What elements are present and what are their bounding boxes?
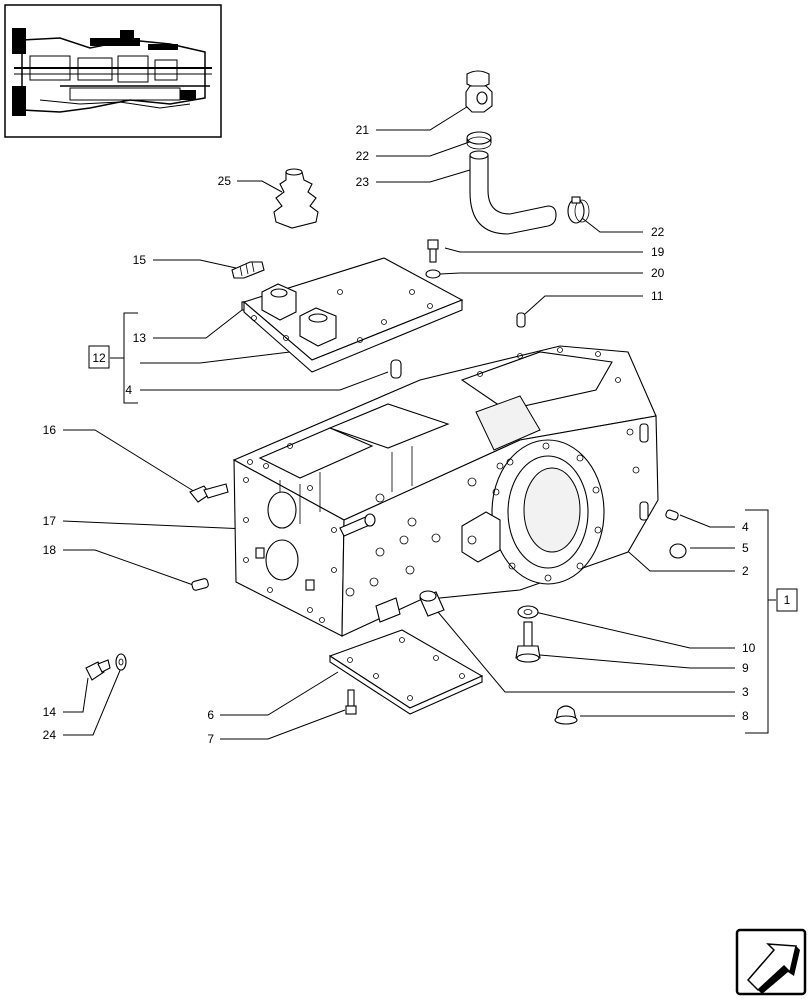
- callout-9: 9: [742, 661, 749, 675]
- sleeve-part-3: [419, 590, 445, 617]
- hose-clamp-part: [466, 131, 492, 150]
- callout-11: 11: [651, 289, 664, 303]
- callout-15: 15: [133, 253, 147, 267]
- next-page-arrow-icon[interactable]: [735, 928, 807, 996]
- transmission-housing: [232, 345, 659, 637]
- callout-24: 24: [43, 728, 57, 742]
- callout-4b: 4: [742, 520, 749, 534]
- callout-18: 18: [43, 543, 57, 557]
- callout-6: 6: [207, 708, 214, 722]
- assembly-box-12: [88, 345, 110, 369]
- washer-part-10: [517, 605, 539, 619]
- callout-25: 25: [218, 174, 232, 188]
- dowel-part-4b: [665, 509, 679, 521]
- callout-10: 10: [742, 641, 756, 655]
- stud-part: [231, 261, 265, 279]
- dowel-part-11: [516, 312, 526, 328]
- callout-17: 17: [43, 514, 57, 528]
- flange-bolt-part-9: [515, 621, 541, 663]
- callout-13: 13: [133, 331, 147, 345]
- rubber-boot-part: [273, 168, 319, 229]
- cap-part-8: [554, 705, 578, 725]
- bolt-part-16: [189, 483, 229, 503]
- leader-lines: [62, 104, 776, 740]
- breather-plug-part: [465, 70, 493, 113]
- callout-22b: 22: [651, 225, 665, 239]
- dowel-part-4: [390, 359, 402, 379]
- dowel-part-18: [191, 578, 209, 591]
- washer-part: [425, 269, 441, 279]
- callout-2: 2: [742, 564, 749, 578]
- bolt-part-17: [339, 513, 376, 537]
- screw-part-7: [345, 689, 357, 715]
- callout-19: 19: [651, 245, 665, 259]
- callout-5: 5: [742, 541, 749, 555]
- callout-3: 3: [742, 685, 749, 699]
- washer-part-24: [115, 653, 127, 671]
- plug-part-5: [669, 543, 687, 559]
- screw-part-14: [85, 659, 111, 681]
- assembly-box-1: [776, 588, 798, 612]
- top-cover-plate: [242, 257, 464, 373]
- breather-hose-part: [469, 150, 557, 235]
- hose-clamp-part-2: [567, 196, 590, 224]
- callout-8: 8: [742, 709, 749, 723]
- callout-22: 22: [356, 149, 370, 163]
- cap-screw-part: [427, 239, 439, 263]
- callout-16: 16: [43, 423, 57, 437]
- bottom-cover-plate: [328, 629, 484, 715]
- callout-14: 14: [43, 705, 57, 719]
- callout-7: 7: [207, 732, 214, 746]
- callout-20: 20: [651, 266, 665, 280]
- callout-23: 23: [356, 175, 370, 189]
- callout-21: 21: [356, 123, 370, 137]
- callout-labels: 21 22 23 25 22 19 15 20 11 13 12 4 16 17…: [43, 123, 791, 746]
- callout-1: 1: [784, 593, 791, 607]
- callout-4: 4: [125, 383, 132, 397]
- transmission-section-thumbnail-icon: [4, 4, 222, 138]
- callout-12: 12: [92, 351, 106, 365]
